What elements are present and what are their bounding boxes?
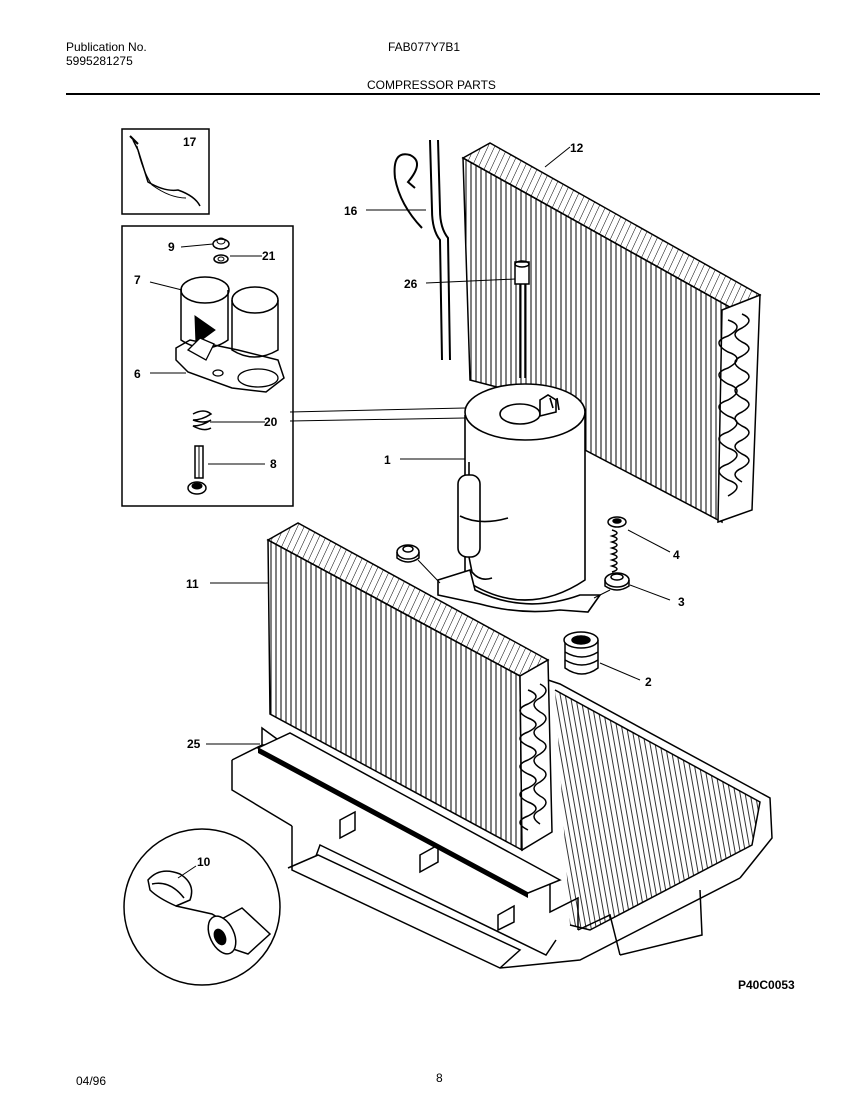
- figure-code: P40C0053: [738, 978, 795, 992]
- page-number: 8: [436, 1071, 443, 1085]
- callout-8: 8: [270, 457, 277, 471]
- callout-2: 2: [645, 675, 652, 689]
- leader-lines: [149, 146, 671, 879]
- callout-11: 11: [186, 577, 199, 591]
- callout-25: 25: [187, 737, 201, 751]
- callout-26: 26: [404, 277, 418, 291]
- nut-3: [604, 572, 630, 591]
- callout-16: 16: [344, 204, 358, 218]
- callout-6: 6: [134, 367, 141, 381]
- callout-17: 17: [183, 135, 197, 149]
- callout-12: 12: [570, 141, 584, 155]
- callout-20: 20: [264, 415, 278, 429]
- section-title: COMPRESSOR PARTS: [367, 78, 496, 92]
- part-10-inset: [123, 828, 281, 986]
- callout-21: 21: [262, 249, 276, 263]
- callout-7: 7: [134, 273, 141, 287]
- fitting-26: [514, 260, 530, 378]
- grommet-2: [563, 631, 599, 675]
- callout-labels: 1 2 3 4 6 7 8 9 10 11 12 16 17 20 21 25 …: [134, 135, 685, 869]
- callout-1: 1: [384, 453, 391, 467]
- capacitor-inset: [121, 225, 294, 507]
- publication-number: 5995281275: [66, 54, 133, 68]
- callout-4: 4: [673, 548, 680, 562]
- callout-3: 3: [678, 595, 685, 609]
- model-number: FAB077Y7B1: [388, 40, 461, 54]
- evaporator-coil-11: [266, 522, 553, 852]
- part-17-inset: [121, 128, 210, 215]
- footer-date: 04/96: [76, 1074, 107, 1088]
- compressor-1: [437, 383, 602, 613]
- callout-9: 9: [168, 240, 175, 254]
- condenser-coil-12: [393, 139, 762, 524]
- nut-left: [396, 544, 420, 563]
- panel-25: [256, 732, 562, 898]
- publication-label: Publication No.: [66, 40, 147, 54]
- bolt-4: [607, 516, 627, 573]
- base-pan: [231, 679, 773, 969]
- callout-10: 10: [197, 855, 211, 869]
- header-rule: [66, 93, 820, 95]
